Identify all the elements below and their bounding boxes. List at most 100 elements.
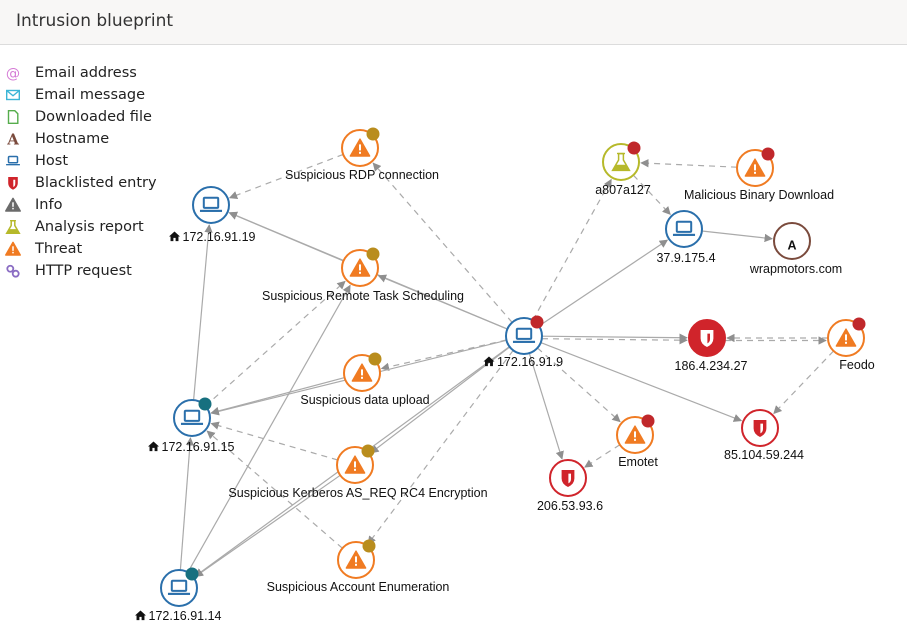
node-label: Suspicious data upload bbox=[300, 393, 429, 407]
node-host-h37[interactable]: 37.9.175.4 bbox=[656, 210, 716, 265]
node-label-group: Suspicious Kerberos AS_REQ RC4 Encryptio… bbox=[228, 486, 487, 500]
nodes-layer: Suspicious RDP connection 172.16.91.19Sus… bbox=[135, 127, 875, 624]
edge-h9-to-emotet bbox=[537, 347, 621, 423]
node-label-group: 172.16.91.9 bbox=[497, 355, 563, 369]
legend-item-info[interactable]: Info bbox=[5, 194, 157, 216]
flask-icon bbox=[5, 219, 21, 235]
edge-h14-to-h15 bbox=[179, 437, 195, 571]
status-badge bbox=[761, 147, 775, 161]
node-host-h19[interactable]: 172.16.91.19 bbox=[169, 186, 256, 244]
node-label-group: 172.16.91.15 bbox=[162, 440, 235, 454]
legend-item-http-request[interactable]: HTTP request bbox=[5, 260, 157, 282]
node-analysis-a807[interactable]: a807a127 bbox=[595, 141, 651, 198]
edge-h9-to-h37 bbox=[538, 239, 669, 327]
edge-h9-to-b85 bbox=[540, 341, 743, 422]
shield-icon bbox=[700, 330, 714, 347]
legend-label: Host bbox=[35, 153, 69, 169]
warning-icon bbox=[835, 328, 857, 347]
node-label: Suspicious Account Enumeration bbox=[267, 580, 450, 594]
node-label-group: Suspicious Remote Task Scheduling bbox=[262, 289, 464, 303]
svg-text:A: A bbox=[6, 131, 19, 147]
node-label: Suspicious RDP connection bbox=[285, 168, 439, 182]
at-icon: @ bbox=[5, 65, 21, 81]
legend-item-email-address[interactable]: @Email address bbox=[5, 62, 157, 84]
legend-item-analysis-report[interactable]: Analysis report bbox=[5, 216, 157, 238]
status-badge bbox=[366, 247, 380, 261]
node-label-group: Suspicious data upload bbox=[300, 393, 429, 407]
home-icon bbox=[169, 231, 180, 242]
status-badge bbox=[198, 397, 212, 411]
warning-icon bbox=[345, 550, 367, 569]
edge-h9-to-sae bbox=[367, 350, 514, 545]
node-threat-emotet[interactable]: Emotet bbox=[616, 414, 658, 470]
panel-title: Intrusion blueprint bbox=[16, 11, 174, 31]
node-label-group: Suspicious RDP connection bbox=[285, 168, 439, 182]
legend-label: Info bbox=[35, 197, 63, 213]
node-blacklist-b206[interactable]: 206.53.93.6 bbox=[537, 459, 603, 513]
legend-label: Threat bbox=[35, 241, 83, 257]
node-label: Suspicious Kerberos AS_REQ RC4 Encryptio… bbox=[228, 486, 487, 500]
node-label-group: Suspicious Account Enumeration bbox=[267, 580, 450, 594]
node-label: 172.16.91.19 bbox=[183, 230, 256, 244]
warning-icon bbox=[351, 363, 373, 382]
file-icon bbox=[5, 109, 21, 125]
status-badge bbox=[530, 315, 544, 329]
node-blacklist-filled-b186[interactable]: 186.4.234.27 bbox=[675, 319, 748, 373]
edge-feodo-to-b85 bbox=[773, 350, 834, 415]
node-label: 186.4.234.27 bbox=[675, 359, 748, 373]
status-badge bbox=[852, 317, 866, 331]
node-threat-mbd[interactable]: Malicious Binary Download bbox=[684, 147, 834, 203]
node-threat-sae[interactable]: Suspicious Account Enumeration bbox=[267, 539, 450, 595]
status-badge bbox=[641, 414, 655, 428]
node-blacklist-b85[interactable]: 85.104.59.244 bbox=[724, 409, 804, 462]
node-host-h14[interactable]: 172.16.91.14 bbox=[135, 567, 222, 624]
node-label-group: 37.9.175.4 bbox=[656, 251, 715, 265]
letter-a-icon: A bbox=[5, 131, 21, 147]
legend-label: Email message bbox=[35, 87, 146, 103]
legend-item-blacklisted-entry[interactable]: Blacklisted entry bbox=[5, 172, 157, 194]
node-host-h9[interactable]: 172.16.91.9 bbox=[483, 315, 563, 370]
svg-text:@: @ bbox=[6, 66, 20, 81]
legend-item-threat[interactable]: Threat bbox=[5, 238, 157, 260]
laptop-icon bbox=[672, 220, 696, 236]
home-icon bbox=[135, 610, 146, 621]
warning-icon bbox=[5, 241, 21, 257]
legend-item-host[interactable]: Host bbox=[5, 150, 157, 172]
envelope-icon bbox=[5, 87, 21, 103]
status-badge bbox=[361, 444, 375, 458]
laptop-icon bbox=[199, 196, 223, 212]
edge-h9-to-rts bbox=[377, 274, 508, 330]
edge-h37-to-wrap bbox=[701, 230, 773, 243]
legend-label: HTTP request bbox=[35, 263, 132, 279]
legend-label: Hostname bbox=[35, 131, 110, 147]
legend-label: Downloaded file bbox=[35, 109, 152, 125]
warning-icon bbox=[349, 138, 371, 157]
edge-mbd-to-a807 bbox=[640, 159, 738, 168]
legend-item-downloaded-file[interactable]: Downloaded file bbox=[5, 106, 157, 128]
legend-item-email-message[interactable]: Email message bbox=[5, 84, 157, 106]
node-label: 172.16.91.14 bbox=[149, 609, 222, 623]
node-circle bbox=[773, 222, 811, 260]
node-threat-kerb[interactable]: Suspicious Kerberos AS_REQ RC4 Encryptio… bbox=[228, 444, 488, 501]
warning-icon bbox=[624, 425, 646, 444]
edges-layer bbox=[179, 153, 834, 578]
laptop-icon bbox=[5, 153, 21, 169]
node-label: 172.16.91.15 bbox=[162, 440, 235, 454]
legend-item-hostname[interactable]: A Hostname bbox=[5, 128, 157, 150]
edge-kerb-to-h14 bbox=[194, 474, 341, 578]
node-label-group: wrapmotors.com bbox=[749, 262, 842, 276]
node-threat-sdu[interactable]: Suspicious data upload bbox=[300, 352, 430, 408]
node-circle bbox=[192, 186, 230, 224]
node-threat-rts[interactable]: Suspicious Remote Task Scheduling bbox=[262, 247, 464, 304]
flask-icon bbox=[611, 152, 631, 172]
warning-icon bbox=[5, 197, 21, 213]
node-threat-feodo[interactable]: Feodo bbox=[827, 317, 875, 373]
node-host-h15[interactable]: 172.16.91.15 bbox=[148, 397, 235, 455]
node-threat-rdp[interactable]: Suspicious RDP connection bbox=[285, 127, 439, 183]
status-badge bbox=[368, 352, 382, 366]
status-badge bbox=[185, 567, 199, 581]
node-label-group: Malicious Binary Download bbox=[684, 188, 834, 202]
